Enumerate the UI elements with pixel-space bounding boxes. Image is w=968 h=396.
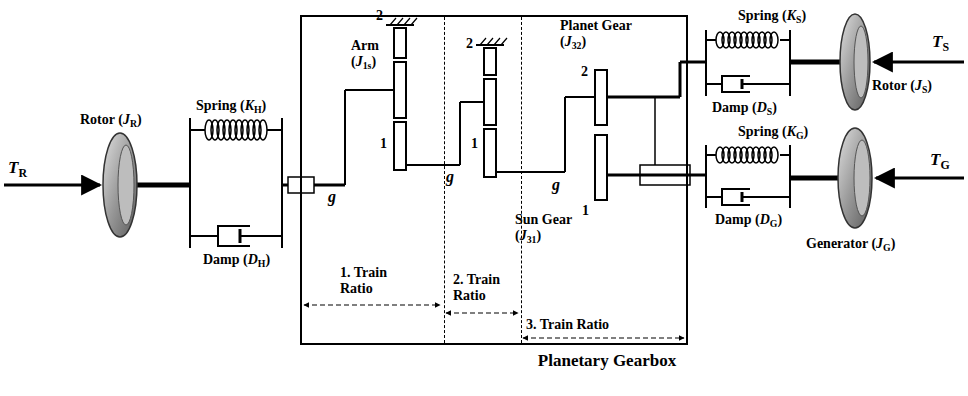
- torque-arrow: [874, 61, 964, 64]
- train-section: 2. Train Ratio: [445, 17, 522, 343]
- part-label: Damp (DH): [203, 252, 270, 268]
- rotor-face: [854, 26, 868, 98]
- shaft-label: g: [446, 168, 454, 186]
- gear-number: 2: [376, 8, 383, 24]
- shaft-label: g: [552, 176, 560, 194]
- torque-label: TS: [932, 32, 949, 52]
- part-label: Spring (KS): [738, 8, 806, 24]
- rotor-disc: [103, 133, 137, 237]
- train-ratio-label: 3. Train Ratio: [526, 317, 666, 333]
- part-label: Spring (KG): [738, 124, 808, 140]
- gear-number: 1: [582, 203, 589, 219]
- train-ratio-label: 1. Train Ratio: [340, 265, 412, 297]
- torque-arrow: [876, 177, 964, 180]
- torque-label: TG: [930, 150, 950, 170]
- gear-number: 2: [581, 64, 588, 80]
- spring-damper: [706, 30, 790, 96]
- gear-train: [565, 62, 706, 200]
- part-label: Rotor (JR): [80, 112, 142, 128]
- rotor-face: [118, 145, 134, 225]
- part-label: Rotor (JS): [872, 78, 932, 94]
- train-section: 3. Train Ratio: [522, 17, 688, 343]
- part-label: Damp (DS): [712, 100, 777, 116]
- gear-train: [460, 38, 565, 177]
- coil-turn: [770, 147, 778, 163]
- rotor-disc: [840, 14, 870, 110]
- torque-arrow: [4, 184, 100, 187]
- train-ratio-label: 2. Train Ratio: [453, 272, 515, 304]
- gear-number: 1: [471, 136, 478, 152]
- gearbox-title: Planetary Gearbox: [537, 351, 677, 371]
- part-label: Damp (DG): [715, 212, 782, 228]
- gear-number: 2: [466, 36, 473, 52]
- spring-damper: [706, 145, 790, 208]
- generator-disc: [838, 128, 872, 228]
- shaft-label: g: [328, 188, 336, 206]
- coil-turn: [259, 120, 267, 140]
- span-arrow: [304, 305, 684, 338]
- part-label: Sun Gear (J31): [515, 212, 581, 244]
- spring-coil: [205, 32, 778, 163]
- coil-turn: [770, 32, 778, 48]
- part-label: Spring (KH): [196, 98, 266, 114]
- torque-label: TR: [8, 158, 27, 178]
- generator-face: [854, 140, 870, 216]
- gear-train: [345, 18, 460, 185]
- part-label: Planet Gear (J32): [560, 18, 644, 50]
- gear-number: 1: [380, 136, 387, 152]
- part-label: Generator (JG): [806, 236, 895, 252]
- spring-damper: [190, 118, 282, 248]
- part-label: Arm (J1s): [351, 38, 393, 70]
